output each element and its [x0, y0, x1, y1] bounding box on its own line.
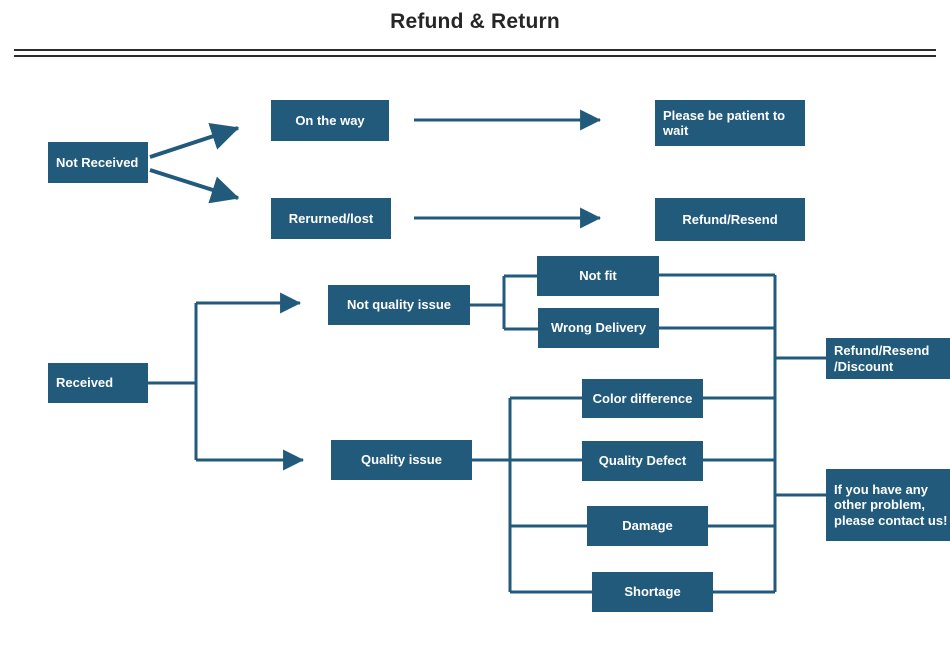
node-quality-defect[interactable]: Quality Defect — [582, 441, 703, 481]
node-not-quality[interactable]: Not quality issue — [328, 285, 470, 325]
node-refund-resend[interactable]: Refund/Resend — [655, 198, 805, 241]
node-on-the-way[interactable]: On the way — [271, 100, 389, 141]
page-title: Refund & Return — [390, 10, 560, 33]
edge-not-received-to-returned-lost — [149, 168, 240, 204]
node-not-received[interactable]: Not Received — [48, 142, 148, 183]
node-quality-issue[interactable]: Quality issue — [331, 440, 472, 480]
node-be-patient[interactable]: Please be patient to wait — [655, 100, 805, 146]
header-divider-bottom — [14, 55, 936, 57]
node-color-difference[interactable]: Color difference — [582, 379, 703, 418]
node-contact-us[interactable]: If you have any other problem, please co… — [826, 469, 950, 541]
header-divider-top — [14, 49, 936, 51]
node-received[interactable]: Received — [48, 363, 148, 403]
node-shortage[interactable]: Shortage — [592, 572, 713, 612]
edge-not-received-to-on-the-way — [149, 123, 240, 159]
node-damage[interactable]: Damage — [587, 506, 708, 546]
node-not-fit[interactable]: Not fit — [537, 256, 659, 296]
node-returned-lost[interactable]: Rerurned/lost — [271, 198, 391, 239]
node-wrong-delivery[interactable]: Wrong Delivery — [538, 308, 659, 348]
node-refund-resend-discount[interactable]: Refund/Resend /Discount — [826, 338, 950, 379]
